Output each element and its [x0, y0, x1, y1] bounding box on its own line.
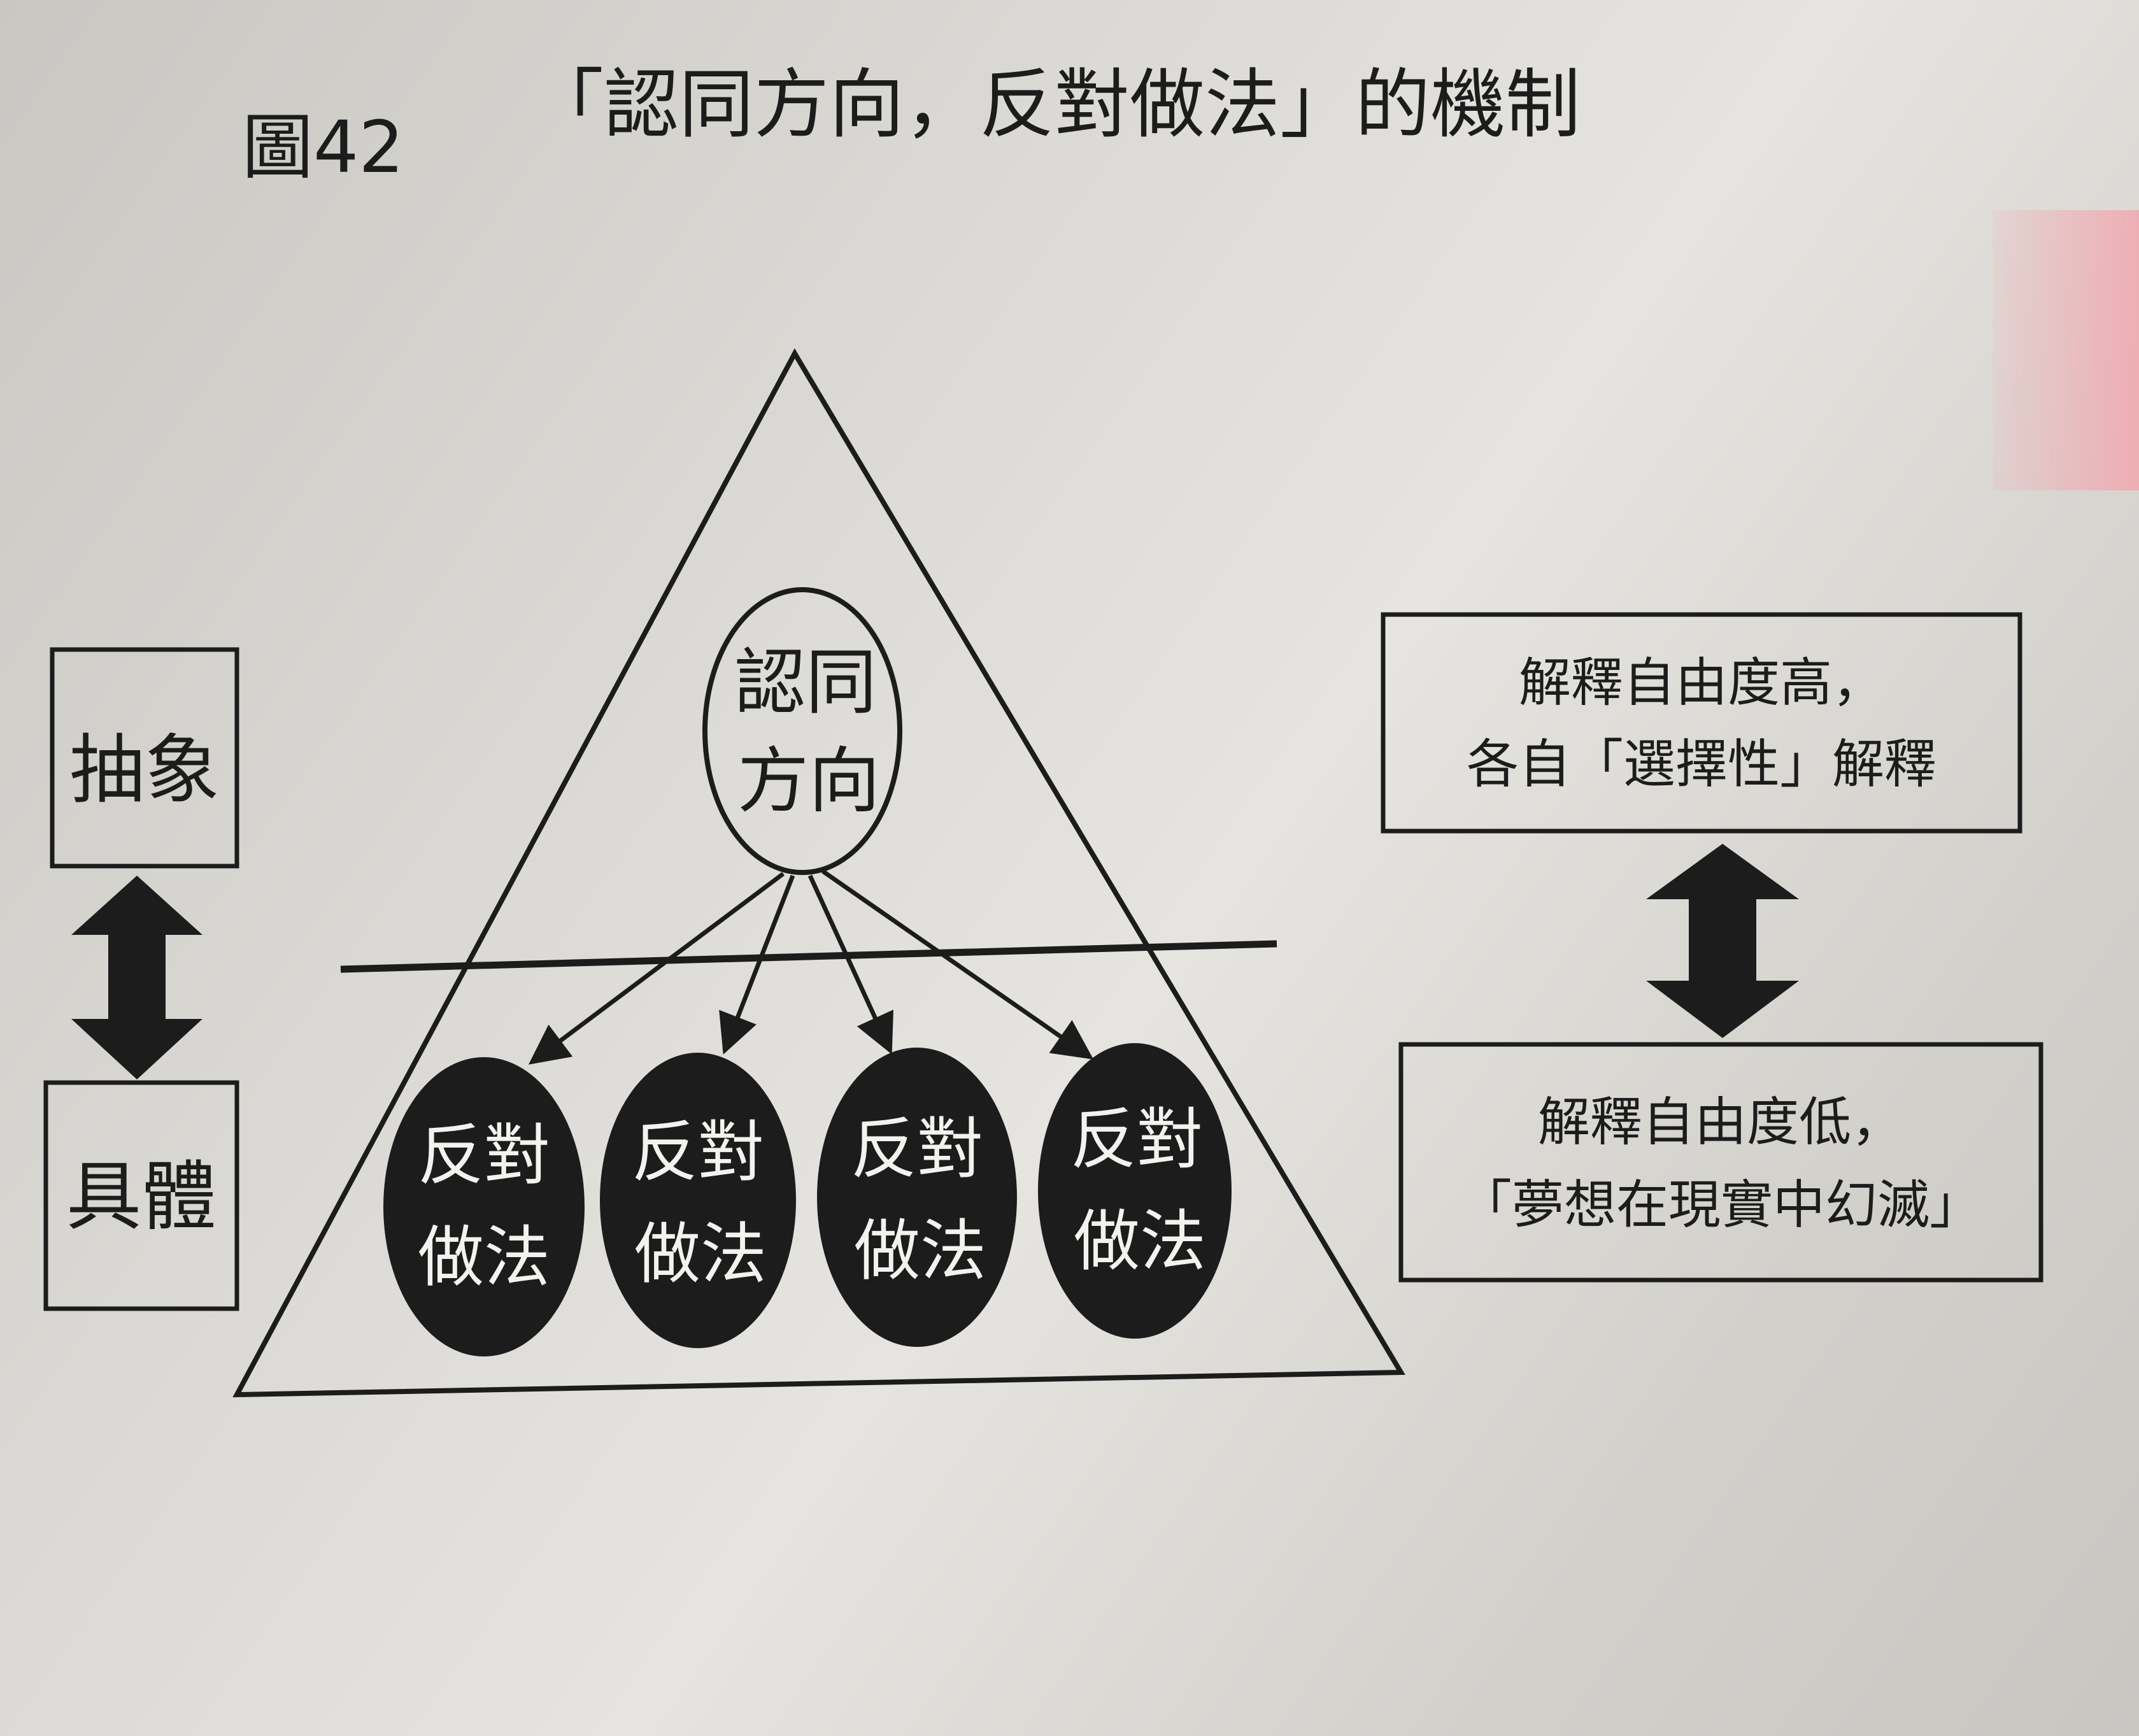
figure-number: 圖42 [242, 106, 404, 189]
oval-4-line2: 做法 [1074, 1202, 1206, 1280]
oval-3-line2: 做法 [854, 1212, 986, 1290]
abstract-box [50, 647, 239, 869]
center-ellipse [702, 587, 902, 875]
arrow-to-oval-1 [528, 872, 785, 1065]
abstraction-divider [340, 940, 1277, 973]
left-double-arrow-icon [71, 876, 203, 1079]
high-freedom-line1: 解釋自由度高， [1519, 653, 1884, 713]
oval-3-line1: 反對 [851, 1110, 983, 1188]
oval-3: 反對 做法 [817, 1048, 1017, 1347]
low-freedom-box [1398, 1042, 2043, 1283]
abstract-label: 抽象 [69, 726, 220, 814]
oval-1: 反對 做法 [383, 1057, 585, 1356]
oval-2-line1: 反對 [632, 1113, 764, 1191]
oval-4-line1: 反對 [1070, 1100, 1203, 1178]
oval-4: 反對 做法 [1038, 1043, 1232, 1339]
concrete-label: 具體 [66, 1153, 217, 1241]
arrow-to-oval-3 [807, 874, 894, 1055]
figure-title: 「認同方向，反對做法」的機制 [529, 60, 1581, 148]
oval-2: 反對 做法 [600, 1053, 796, 1348]
high-freedom-line2: 各自「選擇性」解釋 [1467, 734, 1936, 795]
pyramid-triangle [232, 348, 1405, 1398]
center-label-line2: 方向 [737, 740, 880, 823]
low-freedom-line2: 「夢想在現實中幻滅」 [1460, 1175, 1982, 1235]
right-double-arrow-icon [1646, 844, 1799, 1038]
oval-1-line2: 做法 [418, 1218, 550, 1296]
oval-1-line1: 反對 [418, 1116, 550, 1194]
oval-2-line2: 做法 [634, 1215, 767, 1293]
high-freedom-box [1381, 612, 2022, 834]
low-freedom-line1: 解釋自由度低， [1538, 1092, 1903, 1153]
arrow-to-oval-2 [719, 874, 795, 1055]
concrete-box [43, 1080, 239, 1311]
center-label-line1: 認同 [734, 641, 877, 724]
pink-sticky-tab [1993, 210, 2139, 490]
arrow-to-oval-4 [821, 869, 1094, 1060]
